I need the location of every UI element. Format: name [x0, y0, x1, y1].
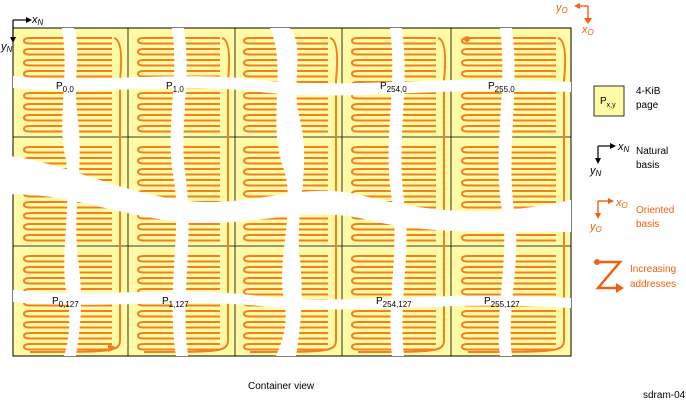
- legend-oriented-axes-icon: xO yO: [589, 197, 628, 234]
- legend-oriented-line2: basis: [636, 219, 659, 230]
- oriented-y-axis-label: yO: [555, 2, 568, 15]
- page-label-p254-0: P254,0: [380, 81, 407, 94]
- scan-column-connector: [143, 37, 231, 353]
- legend-natural-item: xN yN Natural basis: [589, 141, 668, 178]
- diagram-caption: Container view: [248, 381, 315, 392]
- oriented-x-axis-label: xO: [581, 24, 594, 37]
- page-label-p1-0: P1,0: [166, 81, 184, 94]
- page-label-p0-0: P0,0: [56, 81, 74, 94]
- page-labels: P0,0 P1,0 P254,0 P255,0 P0,127 P1,127 P2…: [52, 81, 520, 309]
- legend-oriented-line1: Oriented: [636, 205, 674, 216]
- page-label-p1-127: P1,127: [162, 296, 189, 309]
- scan-column-connector: [249, 37, 339, 353]
- page-label-p0-127: P0,127: [52, 296, 79, 309]
- oriented-axes-icon: yO xO: [555, 2, 594, 37]
- scan-start-dot: [464, 36, 470, 42]
- legend-page-line1: 4-KiB: [636, 86, 661, 97]
- svg-text:yO: yO: [589, 221, 602, 234]
- svg-text:yN: yN: [589, 165, 602, 178]
- scan-end-arrow-icon: [108, 344, 118, 352]
- increasing-addresses-zigzag-icon: [594, 259, 624, 293]
- legend-natural-axes-icon: xN yN: [589, 141, 630, 178]
- svg-text:xN: xN: [617, 141, 630, 154]
- natural-x-axis-label: xN: [31, 14, 44, 27]
- legend-natural-line2: basis: [636, 160, 659, 171]
- legend-page-swatch: [593, 85, 625, 117]
- legend-increasing-line1: Increasing: [630, 264, 676, 275]
- figure-id: sdram-049: [643, 390, 686, 401]
- page-label-p255-0: P255,0: [488, 81, 515, 94]
- legend-page-line2: page: [636, 100, 659, 111]
- legend-increasing-item: Increasing addresses: [594, 259, 676, 293]
- natural-y-axis-label: yN: [0, 41, 13, 54]
- svg-text:xO: xO: [615, 197, 628, 210]
- scan-column-connector: [29, 37, 123, 353]
- legend: Px,y 4-KiB page xN yN Natural basis x: [589, 85, 676, 293]
- horizontal-cut-strips: [0, 76, 571, 310]
- legend-page-item: Px,y 4-KiB page: [593, 85, 661, 117]
- natural-axes-icon: xN yN: [0, 14, 44, 54]
- legend-increasing-line2: addresses: [630, 279, 676, 290]
- scan-column-connector: [357, 37, 447, 353]
- legend-page-symbol: Px,y: [600, 96, 616, 109]
- scan-column-connector: [467, 37, 567, 353]
- page-label-p255-127: P255,127: [484, 296, 520, 309]
- legend-oriented-item: xO yO Oriented basis: [589, 197, 674, 234]
- page-label-p254-127: P254,127: [376, 296, 412, 309]
- legend-natural-line1: Natural: [636, 146, 668, 157]
